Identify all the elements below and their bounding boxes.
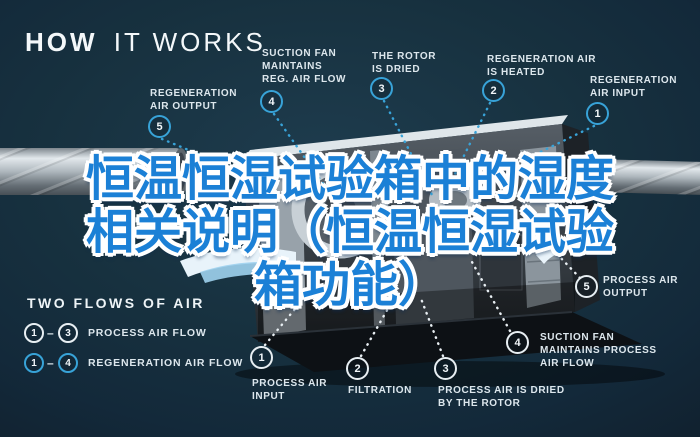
legend-regeneration-label: REGENERATION AIR FLOW: [88, 357, 244, 369]
label-suction-fan-reg: SUCTION FAN MAINTAINS REG. AIR FLOW: [262, 48, 347, 85]
label-rotor-is-dried: THE ROTOR IS DRIED: [372, 51, 437, 75]
step-circle-process-3: 3: [434, 357, 457, 380]
leader-lines-regeneration: [160, 99, 596, 207]
headline-line-2: 相关说明（恒温恒湿试验: [85, 206, 614, 259]
label-regeneration-air-input: REGENERATION AIR INPUT: [590, 75, 678, 99]
headline-line-3: 箱功能）: [253, 259, 446, 312]
flow-arrow-right: [536, 237, 588, 264]
label-regeneration-air-heated: REGENERATION AIR IS HEATED: [487, 54, 597, 78]
label-process-air-dried: PROCESS AIR IS DRIED BY THE ROTOR: [438, 385, 565, 409]
step-circle-process-4: 4: [506, 331, 529, 354]
legend-process-to-circle: 3: [58, 323, 78, 343]
legend-regeneration-from-circle: 1: [24, 353, 44, 373]
label-filtration: FILTRATION: [348, 385, 412, 396]
label-regeneration-air-output: REGENERATION AIR OUTPUT: [150, 88, 238, 112]
legend-process-label: PROCESS AIR FLOW: [88, 327, 207, 339]
step-circle-regeneration-2: 2: [482, 79, 505, 102]
flow-arrow-left: [180, 247, 296, 283]
step-circle-process-5: 5: [575, 275, 598, 298]
step-circle-regeneration-5: 5: [148, 115, 171, 138]
legend-process-dash: –: [47, 326, 54, 340]
title-word-how: HOW: [25, 27, 98, 57]
legend-regeneration-dash: –: [47, 356, 54, 370]
duct-left: [0, 148, 189, 195]
label-process-air-input: PROCESS AIR INPUT: [252, 378, 328, 402]
page-title: HOW IT WORKS: [25, 27, 266, 58]
step-circle-process-1: 1: [250, 346, 273, 369]
step-circle-regeneration-1: 1: [586, 102, 609, 125]
leader-lines-process: [263, 252, 582, 358]
title-word-it-works: IT WORKS: [113, 27, 266, 57]
step-circle-process-2: 2: [346, 357, 369, 380]
legend-process-from-circle: 1: [24, 323, 44, 343]
headline-line-1: 恒温恒湿试验箱中的湿度: [85, 153, 614, 206]
label-suction-fan-process: SUCTION FAN MAINTAINS PROCESS AIR FLOW: [540, 332, 657, 369]
step-circle-regeneration-3: 3: [370, 77, 393, 100]
label-process-air-output: PROCESS AIR OUTPUT: [603, 275, 679, 299]
step-circle-regeneration-4: 4: [260, 90, 283, 113]
legend-regeneration-to-circle: 4: [58, 353, 78, 373]
legend-title: TWO FLOWS OF AIR: [27, 295, 205, 311]
